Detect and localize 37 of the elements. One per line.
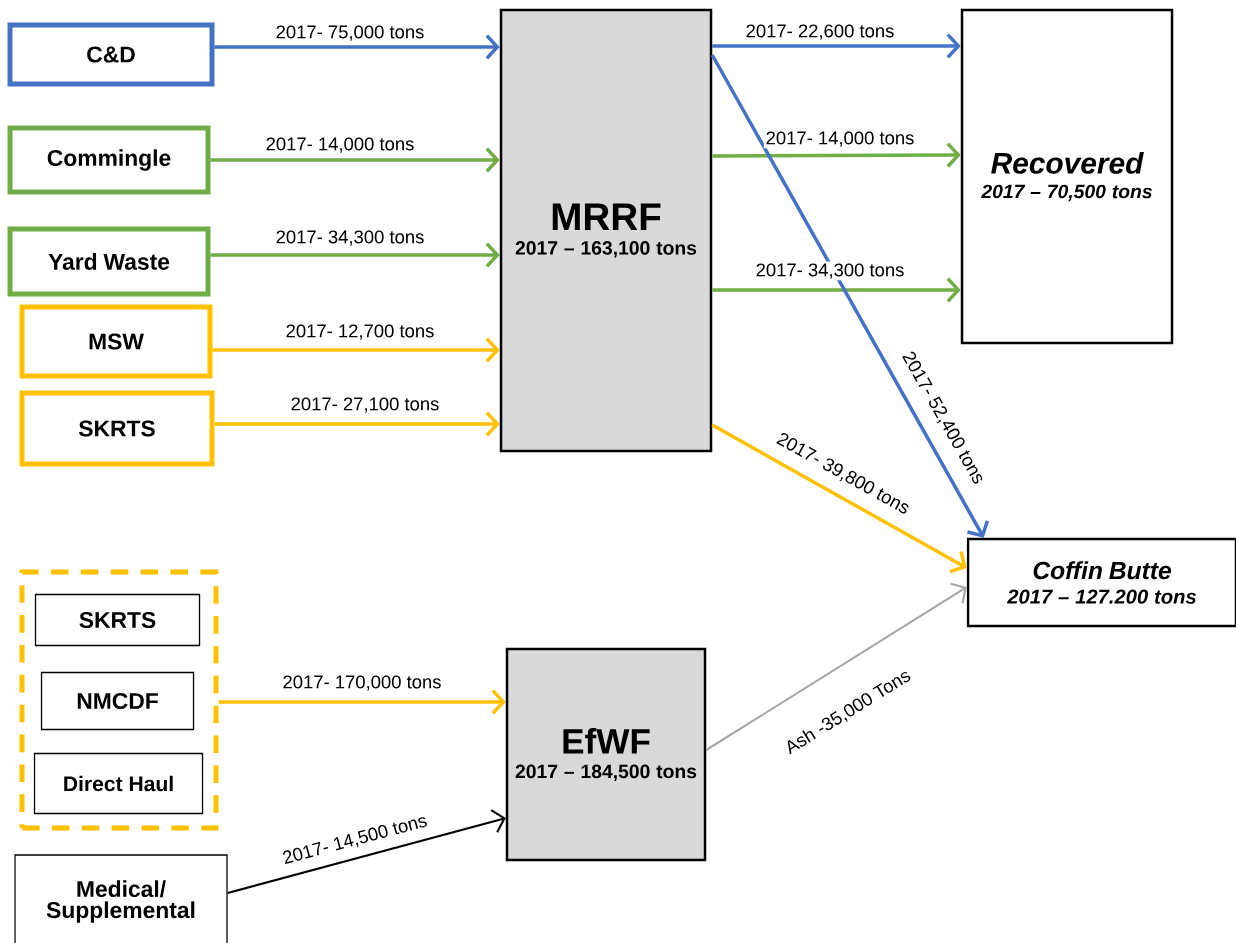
arrow [227,809,506,894]
arrow [711,423,967,574]
edge-label: 2017- 12,700 tons [283,322,437,342]
arrow [214,411,500,437]
dashed-group-box [19,569,219,831]
arrow [214,34,500,60]
destination-box: Recovered 2017 – 70,500 tons [960,8,1174,345]
arrow [712,142,961,168]
source-box: C&D [7,22,215,87]
source-box: SKRTS [19,390,215,467]
edge-label: 2017- 14,000 tons [763,129,917,149]
arrow [212,337,500,363]
edge-label: 2017- 14,500 tons [279,811,431,869]
source-box: Medical/ Supplemental [14,854,228,943]
source-box: Yard Waste [7,226,211,297]
arrow [712,277,961,303]
destination-box: Coffin Butte 2017 – 127.200 tons [966,537,1236,628]
facility-box: MRRF 2017 – 163,100 tons [499,8,713,453]
arrow [710,54,990,538]
source-box: Direct Haul [33,752,204,815]
edge-label: 2017- 34,300 tons [273,228,427,248]
edge-label: 2017- 14,000 tons [263,135,417,155]
source-box: NMCDF [40,671,195,731]
edge-label: 2017- 22,600 tons [743,22,897,42]
source-box: MSW [19,304,213,379]
arrow [210,147,500,173]
facility-box: EfWF 2017 – 184,500 tons [505,647,707,862]
edge-label: 2017- 170,000 tons [280,673,444,693]
source-box: SKRTS [34,593,201,647]
arrow [218,689,506,715]
source-box: Commingle [7,125,211,195]
arrow [712,33,961,59]
arrow [705,582,967,751]
arrow [210,242,500,268]
edge-label: 2017- 75,000 tons [273,23,427,43]
edge-label: 2017- 34,300 tons [753,261,907,281]
edge-label: 2017- 27,100 tons [288,395,442,415]
